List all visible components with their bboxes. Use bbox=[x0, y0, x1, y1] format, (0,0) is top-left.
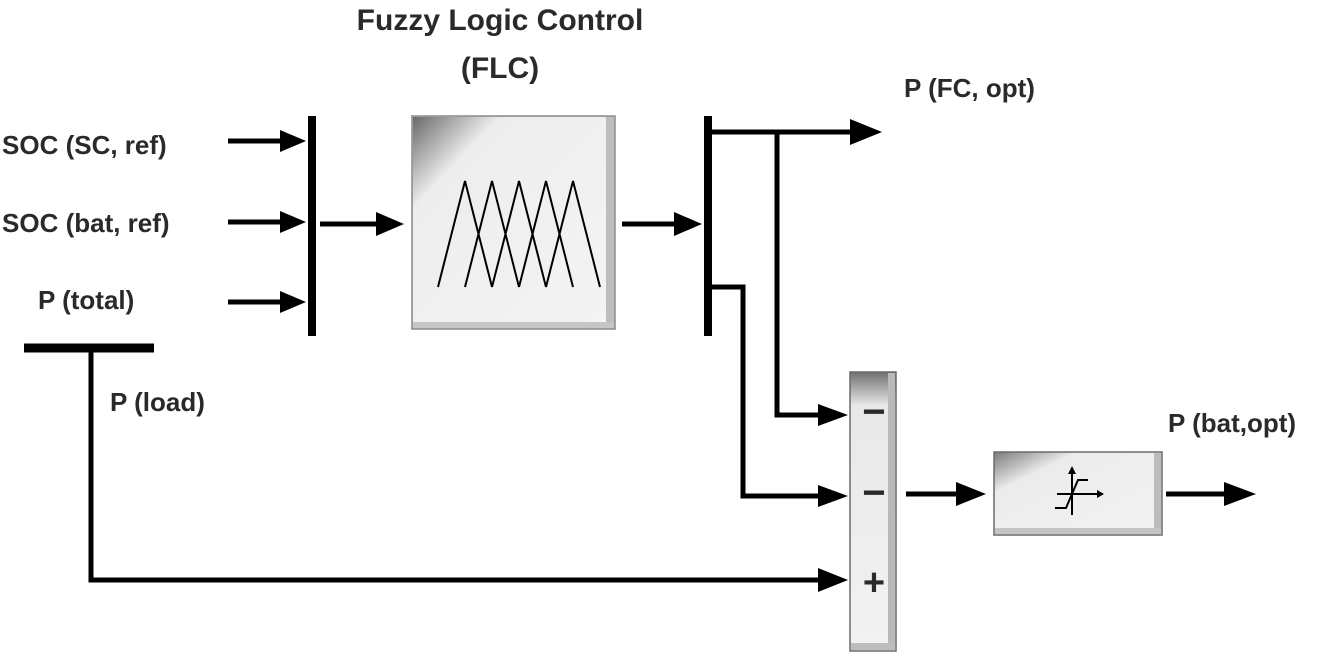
sum-sign-3: + bbox=[863, 562, 885, 604]
flc-block bbox=[411, 115, 616, 330]
sum-sign-2: − bbox=[862, 471, 885, 515]
wire-demux-to-sum bbox=[712, 284, 848, 507]
title-line-1: Fuzzy Logic Control bbox=[357, 4, 644, 37]
input-arrow-soc-bat bbox=[228, 211, 306, 233]
label-p-load: P (load) bbox=[110, 387, 205, 417]
wire-fc-to-sum bbox=[774, 132, 848, 426]
input-arrow-p-total bbox=[228, 291, 306, 313]
arrow-mux-to-flc bbox=[320, 212, 404, 236]
label-p-total: P (total) bbox=[38, 285, 134, 315]
arrow-sum-to-saturation bbox=[906, 482, 986, 506]
output-arrow-p-fc-opt bbox=[712, 119, 882, 145]
label-p-bat-opt: P (bat,opt) bbox=[1168, 408, 1296, 438]
input-arrow-soc-sc bbox=[228, 130, 306, 152]
label-soc-sc-ref: SOC (SC, ref) bbox=[2, 130, 167, 160]
title-line-2: (FLC) bbox=[461, 52, 539, 85]
wire-load-to-sum bbox=[88, 348, 848, 592]
sum-block bbox=[849, 371, 897, 652]
label-soc-bat-ref: SOC (bat, ref) bbox=[2, 208, 170, 238]
label-p-fc-opt: P (FC, opt) bbox=[904, 73, 1035, 103]
sum-sign-1: − bbox=[862, 390, 885, 434]
output-arrow-p-bat-opt bbox=[1166, 482, 1256, 506]
membership-functions-icon bbox=[437, 180, 601, 288]
saturation-icon bbox=[1055, 466, 1104, 515]
arrow-flc-to-demux bbox=[622, 212, 702, 236]
